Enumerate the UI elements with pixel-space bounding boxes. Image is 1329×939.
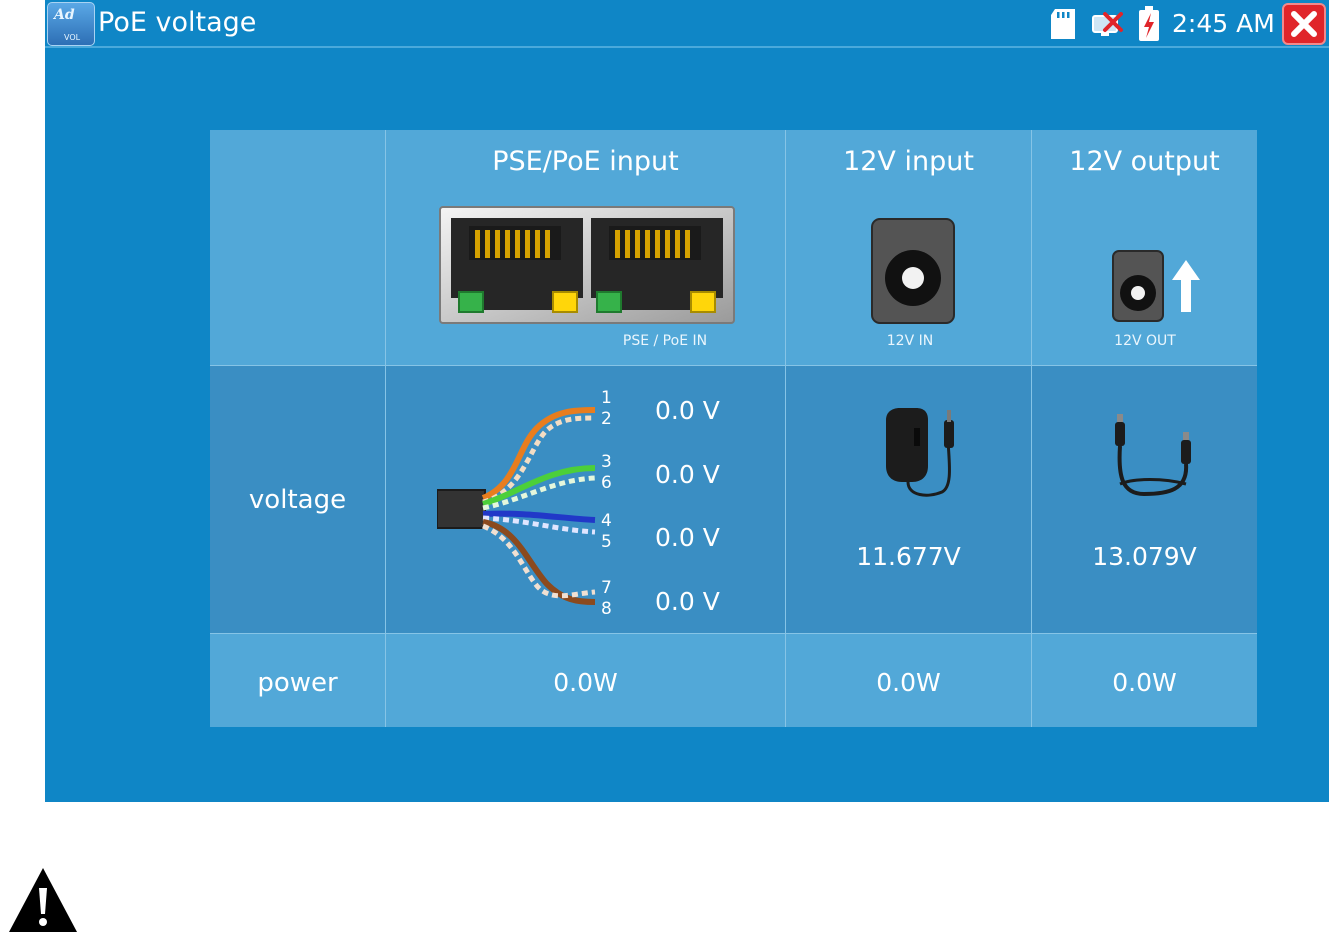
pin-number: 3	[601, 452, 612, 473]
port-label-12v-out: 12V OUT	[1090, 333, 1200, 349]
twisted-pair-cable-icon	[437, 388, 597, 614]
pin-voltage-4-5: 0.0 V	[655, 523, 720, 552]
pin-number: 6	[601, 473, 612, 494]
pin-number: 8	[601, 599, 612, 620]
pin-pair-1-2: 1 2	[601, 388, 612, 430]
header-pse: PSE/PoE input	[386, 146, 785, 177]
dc-jack-output-icon	[1112, 250, 1164, 322]
title-bar: Ad VOL PoE voltage 2:45 AM	[45, 0, 1329, 48]
network-disconnected-icon	[1091, 12, 1123, 38]
pin-voltage-7-8: 0.0 V	[655, 587, 720, 616]
row-label-power: power	[210, 668, 385, 698]
column-divider	[385, 130, 386, 727]
pin-number: 7	[601, 578, 612, 599]
poe-app-icon[interactable]: Ad VOL	[47, 2, 95, 46]
row-label-voltage: voltage	[210, 485, 385, 515]
power-adapter-icon	[878, 406, 962, 502]
page-title: PoE voltage	[98, 7, 256, 38]
pin-number: 2	[601, 409, 612, 430]
dc-cable-icon	[1114, 414, 1194, 500]
rj45-dual-port-icon	[439, 206, 735, 324]
power-pse: 0.0W	[386, 668, 785, 697]
header-12v-output: 12V output	[1032, 146, 1257, 177]
power-12v-output: 0.0W	[1032, 668, 1257, 697]
close-icon[interactable]	[1282, 3, 1326, 45]
rj45-port-left	[451, 218, 583, 312]
pin-voltage-3-6: 0.0 V	[655, 460, 720, 489]
column-divider	[1031, 130, 1032, 727]
port-label-pse: PSE / PoE IN	[600, 333, 730, 349]
app-icon-text: Ad	[54, 7, 75, 23]
arrow-up-icon	[1171, 260, 1201, 312]
pin-pair-3-6: 3 6	[601, 452, 612, 494]
voltage-12v-input: 11.677V	[786, 542, 1031, 571]
warning-icon	[7, 866, 79, 934]
power-12v-input: 0.0W	[786, 668, 1031, 697]
pin-voltage-1-2: 0.0 V	[655, 396, 720, 425]
pin-number: 4	[601, 511, 612, 532]
pin-pair-7-8: 7 8	[601, 578, 612, 620]
header-12v-input: 12V input	[786, 146, 1031, 177]
voltage-12v-output: 13.079V	[1032, 542, 1257, 571]
pin-number: 1	[601, 388, 612, 409]
pin-number: 5	[601, 532, 612, 553]
row-divider	[210, 633, 1257, 634]
port-label-12v-in: 12V IN	[850, 333, 970, 349]
app-icon-sub: VOL	[64, 33, 80, 42]
poe-table: PSE/PoE input 12V input 12V output	[210, 130, 1257, 727]
sd-card-icon	[1051, 9, 1075, 39]
battery-charging-icon	[1138, 6, 1160, 42]
row-divider	[210, 365, 1257, 366]
dc-jack-icon	[871, 218, 955, 324]
column-divider	[785, 130, 786, 727]
screen: Ad VOL PoE voltage 2:45 AM	[45, 0, 1329, 802]
rj45-port-right	[591, 218, 723, 312]
pin-pair-4-5: 4 5	[601, 511, 612, 553]
status-clock: 2:45 AM	[1172, 9, 1275, 38]
